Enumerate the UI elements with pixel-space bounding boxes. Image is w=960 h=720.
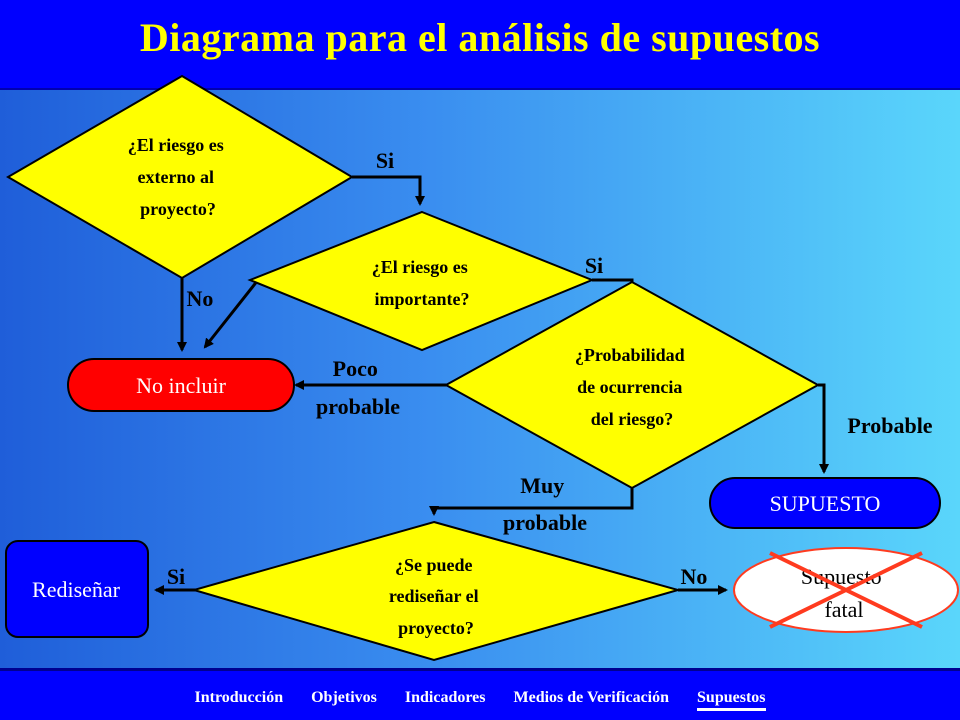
nav-item-medios-de-verificacion[interactable]: Medios de Verificación — [513, 689, 670, 706]
outcome-supuesto-fatal-line: fatal — [824, 597, 863, 622]
edge-importante-si — [592, 278, 634, 282]
edge-muy-probable — [429, 488, 634, 516]
decision-redisenar — [190, 520, 682, 662]
label-probable: Probable — [847, 413, 932, 438]
label-poco-probable: Poco probable — [316, 356, 400, 419]
outcome-redisenar — [5, 540, 149, 638]
nav-item-indicadores[interactable]: Indicadores — [404, 689, 486, 706]
decision-externo-line: proyecto? — [140, 199, 216, 219]
decision-redisenar-text: ¿Se puede rediseñar el proyecto? — [389, 555, 483, 638]
label-muy-probable-line: Muy — [520, 473, 564, 498]
nav-item-introduccion[interactable]: Introducción — [194, 689, 284, 706]
decision-importante-line: importante? — [375, 289, 470, 309]
label-si-externo: Si — [376, 148, 394, 173]
decision-redisenar-line: proyecto? — [398, 618, 474, 638]
decision-importante — [247, 210, 595, 352]
edge-probable — [818, 383, 829, 474]
decision-redisenar-line: ¿Se puede — [395, 555, 473, 575]
decision-externo-line: ¿El riesgo es — [128, 135, 224, 155]
label-no-externo: No — [187, 286, 214, 311]
edge-labels: Si Si No Poco probable Probable Muy prob… — [167, 148, 933, 589]
edge-externo-si — [352, 175, 425, 206]
decision-importante-line: ¿El riesgo es — [372, 257, 468, 277]
outcome-redisenar-label: Rediseñar — [32, 577, 121, 602]
decision-probabilidad-line: ¿Probabilidad — [575, 345, 685, 365]
decision-externo-line: externo al — [138, 167, 214, 187]
nav-item-supuestos[interactable]: Supuestos — [697, 689, 766, 711]
label-muy-probable: Muy probable — [503, 473, 587, 535]
decision-probabilidad-line: de ocurrencia — [577, 377, 682, 397]
title-bar: Diagrama para el análisis de supuestos — [0, 0, 960, 90]
decision-importante-text: ¿El riesgo es importante? — [372, 257, 473, 309]
outcome-no-incluir — [67, 358, 295, 412]
connectors — [154, 175, 829, 595]
label-poco-probable-line: probable — [316, 394, 400, 419]
nav-item-objetivos[interactable]: Objetivos — [311, 689, 377, 706]
label-muy-probable-line: probable — [503, 510, 587, 535]
decision-redisenar-line: rediseñar el — [389, 586, 479, 606]
label-poco-probable-line: Poco — [333, 356, 378, 381]
nav: Introducción Objetivos Indicadores Medio… — [0, 689, 960, 711]
label-si-importante: Si — [585, 253, 603, 278]
outcome-supuesto — [709, 477, 941, 529]
label-si-redisenar: Si — [167, 564, 185, 589]
label-no-redisenar: No — [681, 564, 708, 589]
outcome-supuesto-label: SUPUESTO — [770, 491, 881, 516]
decision-externo — [6, 74, 354, 280]
fatal-cross-icon — [769, 551, 923, 629]
nav-bar: Introducción Objetivos Indicadores Medio… — [0, 668, 960, 720]
decision-probabilidad — [443, 280, 821, 490]
edge-importante-no — [203, 279, 260, 349]
page-title: Diagrama para el análisis de supuestos — [139, 15, 821, 60]
decision-externo-text: ¿El riesgo es externo al proyecto? — [128, 135, 229, 219]
decision-probabilidad-text: ¿Probabilidad de ocurrencia del riesgo? — [575, 345, 689, 429]
decision-probabilidad-line: del riesgo? — [591, 409, 674, 429]
outcome-no-incluir-label: No incluir — [136, 373, 226, 398]
